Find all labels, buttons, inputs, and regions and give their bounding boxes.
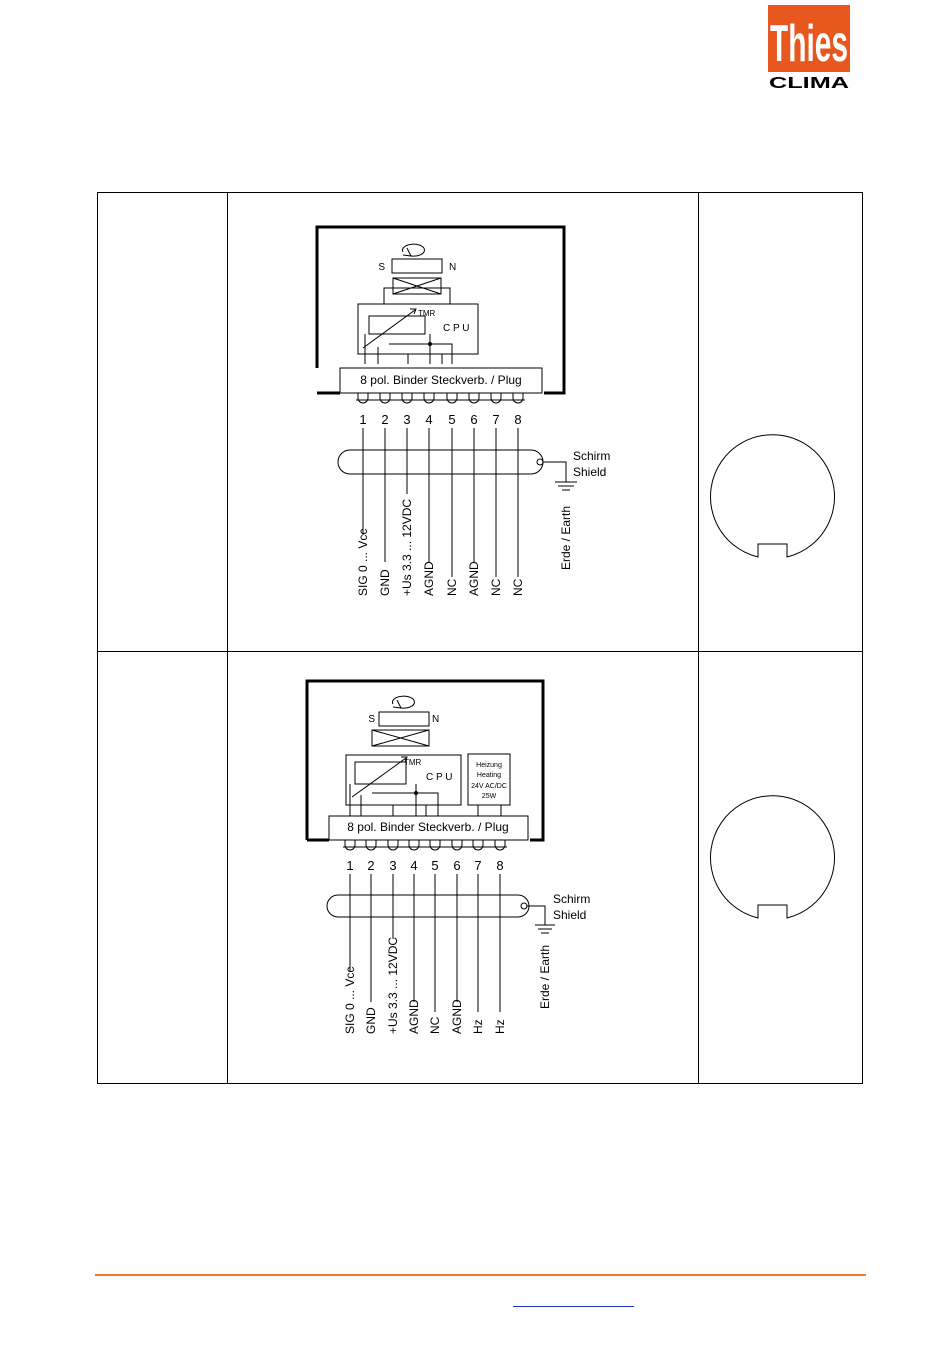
shield-wire-2 bbox=[527, 905, 546, 925]
cable-sheath-2 bbox=[326, 894, 530, 918]
tmr-label: TMR bbox=[418, 309, 436, 318]
plug-connector-1 bbox=[339, 367, 543, 394]
cpu-board-2 bbox=[345, 754, 462, 806]
shield-en-label: Shield bbox=[553, 908, 586, 922]
shield-connection-2 bbox=[520, 902, 528, 910]
signal-label: SIG 0 ... Vcc bbox=[343, 967, 357, 1034]
pin-number: 1 bbox=[359, 412, 366, 427]
labels-1: S N TMR C P U 8 pol. Binder Steckverb. /… bbox=[356, 262, 610, 596]
wiring-diagram-1 bbox=[315, 225, 835, 577]
shield-connection-1 bbox=[536, 458, 544, 466]
pin-number: 2 bbox=[367, 858, 374, 873]
heater-label: 25W bbox=[482, 793, 497, 800]
wiring-diagram-2 bbox=[305, 679, 835, 1012]
heater-label: 24V AC/DC bbox=[471, 783, 507, 790]
magnet-n-label: N bbox=[449, 262, 456, 273]
cable-sheath-1 bbox=[337, 449, 544, 475]
pin-number: 3 bbox=[403, 412, 410, 427]
pin-number: 4 bbox=[425, 412, 432, 427]
wires-1 bbox=[362, 428, 519, 577]
heater-box bbox=[467, 753, 511, 806]
tmr-sensor-2 bbox=[354, 761, 407, 785]
magnet-2 bbox=[378, 711, 430, 727]
plug-label: 8 pol. Binder Steckverb. / Plug bbox=[360, 373, 521, 387]
signal-label: NC bbox=[511, 578, 525, 596]
logo-wordmark: Thies bbox=[770, 15, 848, 72]
signal-label: NC bbox=[428, 1016, 442, 1034]
pin-terminals-1 bbox=[356, 393, 525, 404]
magnet-1 bbox=[391, 258, 443, 274]
signal-label: +Us 3.3 ... 12VDC bbox=[400, 499, 414, 596]
pin-number: 5 bbox=[431, 858, 438, 873]
magnet-s-label: S bbox=[378, 262, 385, 273]
pin-number: 5 bbox=[448, 412, 455, 427]
signal-label: SIG 0 ... Vcc bbox=[356, 529, 370, 596]
footer-link-underline[interactable] bbox=[513, 1306, 634, 1307]
footer-divider bbox=[95, 1274, 866, 1276]
magnet-s-label: S bbox=[368, 714, 375, 725]
labels-2: S N TMR C P U Heizung Heating 24V AC/DC … bbox=[343, 714, 590, 1034]
rotation-arrow-icon bbox=[401, 243, 425, 257]
pin-number: 7 bbox=[492, 412, 499, 427]
connector-face-2 bbox=[710, 795, 835, 919]
logo-word: Thies bbox=[770, 15, 848, 72]
pin-number: 1 bbox=[346, 858, 353, 873]
logo-sub: CLIMA bbox=[769, 75, 850, 90]
heater-label: Heizung bbox=[476, 762, 502, 769]
pin-number: 3 bbox=[389, 858, 396, 873]
earth-label: Erde / Earth bbox=[538, 945, 552, 1009]
tmr-label: TMR bbox=[404, 758, 422, 767]
pin-number: 6 bbox=[453, 858, 460, 873]
signal-label: Hz bbox=[493, 1019, 507, 1034]
sensor-housing-1 bbox=[315, 225, 566, 395]
signal-label: +Us 3.3 ... 12VDC bbox=[386, 937, 400, 1034]
signal-label: AGND bbox=[407, 999, 421, 1034]
signal-label: NC bbox=[489, 578, 503, 596]
heater-label: Heating bbox=[477, 772, 501, 779]
plug-label: 8 pol. Binder Steckverb. / Plug bbox=[347, 820, 508, 834]
cpu-board-1 bbox=[357, 303, 479, 355]
pin-terminals-2 bbox=[343, 840, 507, 851]
pin-number: 8 bbox=[496, 858, 503, 873]
earth-label: Erde / Earth bbox=[559, 506, 573, 570]
shield-de-label: Schirm bbox=[573, 449, 610, 463]
connector-face-1 bbox=[710, 434, 835, 558]
pin-number: 8 bbox=[514, 412, 521, 427]
wiring-table: S N TMR C P U 8 pol. Binder Steckverb. /… bbox=[97, 192, 863, 1084]
plug-connector-2 bbox=[328, 815, 529, 841]
pin-number: 6 bbox=[470, 412, 477, 427]
signal-label: AGND bbox=[422, 561, 436, 596]
wires-2 bbox=[349, 874, 501, 1012]
pin-number: 4 bbox=[410, 858, 417, 873]
signal-label: AGND bbox=[450, 999, 464, 1034]
shield-wire-1 bbox=[543, 461, 567, 482]
magnet-n-label: N bbox=[432, 714, 439, 725]
cpu-label: C P U bbox=[443, 323, 470, 334]
pin-number: 7 bbox=[474, 858, 481, 873]
signal-label: AGND bbox=[467, 561, 481, 596]
sensor-housing-2 bbox=[305, 679, 545, 842]
shield-de-label: Schirm bbox=[553, 892, 590, 906]
rotation-arrow-icon bbox=[391, 695, 415, 709]
pin-number: 2 bbox=[381, 412, 388, 427]
signal-label: Hz bbox=[471, 1019, 485, 1034]
signal-label: GND bbox=[378, 569, 392, 596]
table-borders bbox=[97, 192, 863, 1084]
tmr-sensor-1 bbox=[368, 315, 426, 335]
cpu-label: C P U bbox=[426, 772, 453, 783]
logo-background bbox=[768, 5, 850, 72]
signal-label: NC bbox=[445, 578, 459, 596]
shield-en-label: Shield bbox=[573, 465, 606, 479]
signal-label: GND bbox=[364, 1007, 378, 1034]
thies-clima-logo: Thies CLIMA bbox=[768, 5, 850, 90]
logo-subtitle: CLIMA bbox=[769, 75, 850, 90]
